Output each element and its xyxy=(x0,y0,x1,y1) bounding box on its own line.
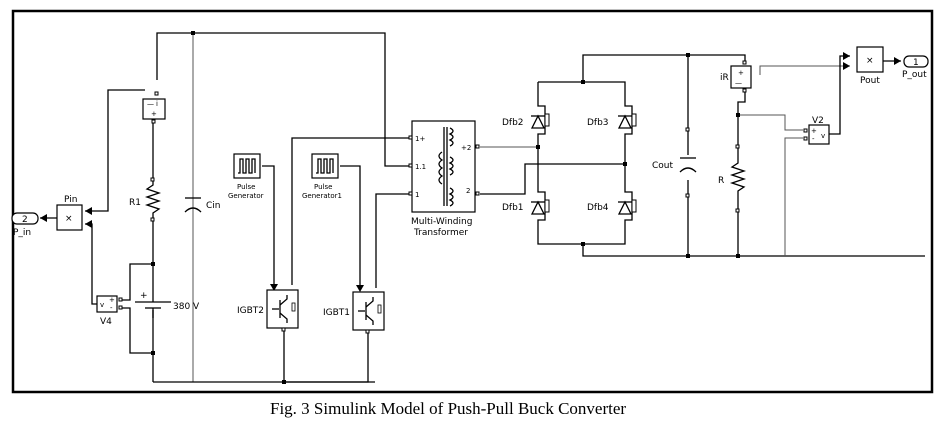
cin-capacitor[interactable]: Cin xyxy=(184,197,221,213)
v2-voltage-measurement[interactable]: V2 + - v xyxy=(803,116,830,145)
multiply-icon: × xyxy=(65,214,73,224)
v2-label: V2 xyxy=(812,116,824,126)
pulse-generator-label-1: Pulse xyxy=(237,183,255,191)
p-in-outport[interactable]: 2 P_in xyxy=(11,212,39,238)
pout-product-label: Pout xyxy=(860,76,880,86)
igbt1-block[interactable]: IGBT1 xyxy=(323,291,385,334)
dfb2-diode[interactable]: Dfb2 xyxy=(502,98,550,141)
v2-v-label: v xyxy=(821,132,825,140)
multi-winding-transformer[interactable]: 1+ 1.1 1 +2 2 Multi-Winding Transformer xyxy=(408,120,480,238)
cout-label: Cout xyxy=(652,161,673,171)
transformer-port-2plus: +2 xyxy=(461,144,471,152)
transformer-port-1-1: 1.1 xyxy=(415,163,426,171)
dfb1-diode[interactable]: Dfb1 xyxy=(502,185,550,228)
transformer-port-1plus: 1+ xyxy=(415,135,425,143)
p-in-port-number: 2 xyxy=(22,215,28,225)
wires xyxy=(40,32,925,383)
r1-label: R1 xyxy=(129,198,141,208)
v2-minus: - xyxy=(812,135,815,143)
pin-product-block[interactable]: Pin × xyxy=(56,195,83,231)
r-resistor[interactable]: R xyxy=(718,144,747,213)
v4-plus: + xyxy=(109,296,115,304)
transformer-port-2: 2 xyxy=(466,187,470,195)
ammeter-minus: — xyxy=(147,100,154,108)
source-voltage-label: 380 V xyxy=(173,302,200,312)
dfb2-label: Dfb2 xyxy=(502,118,524,128)
p-out-outport[interactable]: 1 P_out xyxy=(902,55,929,80)
pin-product-label: Pin xyxy=(64,195,77,205)
dfb3-diode[interactable]: Dfb3 xyxy=(587,98,637,141)
ammeter-plus: + xyxy=(151,110,157,118)
igbt2-label: IGBT2 xyxy=(237,306,264,316)
dfb3-label: Dfb3 xyxy=(587,118,609,128)
ir-current-measurement[interactable]: + — iR xyxy=(720,60,752,93)
dfb1-label: Dfb1 xyxy=(502,203,524,213)
transformer-label-1: Multi-Winding xyxy=(411,217,472,227)
figure-caption: Fig. 3 Simulink Model of Push-Pull Buck … xyxy=(270,399,626,418)
cout-capacitor[interactable]: Cout xyxy=(652,127,697,198)
arrowheads xyxy=(40,52,901,292)
v4-minus: - xyxy=(110,304,113,312)
dc-voltage-source[interactable]: + 380 V xyxy=(135,288,200,318)
igbt1-label: IGBT1 xyxy=(323,308,350,318)
v4-v-label: v xyxy=(100,301,104,309)
junction-dots xyxy=(151,31,740,384)
dfb4-label: Dfb4 xyxy=(587,203,609,213)
dfb4-diode[interactable]: Dfb4 xyxy=(587,185,637,228)
transformer-label-2: Transformer xyxy=(413,228,468,238)
pulse-generator-label-2: Generator xyxy=(228,192,264,200)
transformer-port-1: 1 xyxy=(415,191,419,199)
pulse-generator1-label-1: Pulse xyxy=(314,183,332,191)
figure-frame xyxy=(11,9,934,394)
source-plus: + xyxy=(140,291,148,301)
multiply-icon: × xyxy=(866,56,874,66)
p-in-port-label: P_in xyxy=(13,228,31,238)
v4-label: V4 xyxy=(100,317,112,327)
pout-product-block[interactable]: × Pout xyxy=(856,46,884,86)
p-out-port-label: P_out xyxy=(902,70,927,80)
igbt2-block[interactable]: IGBT2 xyxy=(237,289,299,332)
pulse-generator-block[interactable]: Pulse Generator xyxy=(228,153,264,200)
p-out-port-number: 1 xyxy=(913,58,919,68)
input-current-measurement[interactable]: — i + xyxy=(142,91,166,124)
r1-resistor[interactable]: R1 xyxy=(129,177,162,222)
ir-label: iR xyxy=(720,73,729,83)
v2-plus: + xyxy=(811,127,817,135)
pulse-generator1-label-2: Generator1 xyxy=(302,192,342,200)
pulse-generator1-block[interactable]: Pulse Generator1 xyxy=(302,153,342,200)
ir-minus: — xyxy=(735,79,742,87)
cin-label: Cin xyxy=(206,201,221,211)
v4-voltage-measurement[interactable]: v + - V4 xyxy=(96,295,123,327)
ir-plus: + xyxy=(738,69,744,77)
r-label: R xyxy=(718,176,724,186)
ammeter-i: i xyxy=(156,100,158,108)
